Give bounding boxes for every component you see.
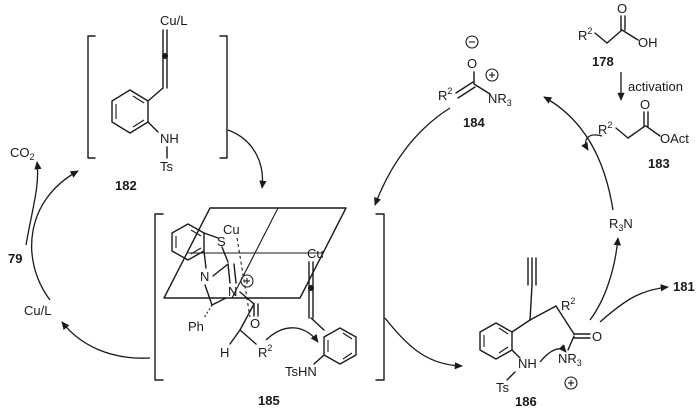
compound-183: R2 O OAct 183	[598, 97, 689, 171]
o-178: O	[617, 1, 627, 16]
cu-o-interaction	[236, 237, 251, 318]
n-plus-185: N	[228, 284, 237, 299]
r3n-label: R3N	[609, 216, 633, 233]
ph-stereo-bond-185	[203, 304, 213, 319]
tshn-185: TsHN	[285, 364, 317, 379]
allene-center-dot-185	[308, 285, 314, 291]
ph-185: Ph	[188, 319, 204, 334]
compound-185: Cu S N N Ph O H R2 Cu	[154, 207, 385, 408]
activation-label: activation	[628, 79, 683, 94]
nh-186: NH	[518, 356, 537, 371]
chiral-surface-grid	[163, 207, 347, 299]
cu-l-left: Cu/L	[24, 303, 51, 318]
r2-186: R2	[561, 296, 575, 313]
cu-alkyne-185: Cu	[307, 246, 324, 261]
svg-text:R3N: R3N	[609, 216, 633, 233]
compound-number-183: 183	[648, 156, 670, 171]
oh-178: OH	[638, 35, 658, 50]
compound-number-182: 182	[115, 178, 137, 193]
r2-178: R2	[578, 26, 592, 43]
arrow-186-to-r3n	[589, 237, 621, 321]
nr3-184: NR3	[488, 91, 512, 108]
arrow-183-to-184	[581, 134, 603, 151]
r2-185: R2	[258, 343, 272, 360]
ts-182: Ts	[160, 159, 174, 174]
compound-number-181: 181	[673, 279, 695, 294]
arrow-r3n-to-184	[543, 96, 614, 211]
oact-183: OAct	[660, 131, 689, 146]
nh-182: NH	[160, 131, 179, 146]
n-ring-185: N	[200, 269, 209, 284]
arrow-n-attack-186	[539, 344, 567, 363]
co2-label: CO2	[10, 145, 35, 162]
bracket-185-right	[375, 213, 385, 381]
arrow-185-to-186	[384, 317, 463, 370]
compound-number-184: 184	[463, 115, 485, 130]
compound-number-178: 178	[592, 54, 614, 69]
allene-center-dot-182	[162, 53, 168, 59]
n-plus-charge-184	[485, 68, 499, 82]
n-plus-charge-185	[240, 274, 254, 288]
compound-number-186: 186	[515, 394, 537, 409]
cu-label-185: Cu	[223, 222, 240, 237]
aryl-ring-185	[323, 327, 357, 365]
compound-number-79: 79	[8, 251, 22, 266]
bracket-182-left	[87, 35, 96, 159]
o-minus-charge-184	[465, 35, 479, 49]
arrow-185-to-cu	[61, 321, 151, 359]
arrow-186-to-181	[599, 284, 669, 323]
o-184: O	[467, 56, 477, 71]
bracket-182-right	[219, 35, 228, 159]
benzene-ring-182	[111, 89, 149, 134]
arrow-184-to-185	[374, 107, 451, 206]
ts-186: Ts	[496, 380, 510, 395]
compound-178: R2 O OH 178	[578, 1, 658, 69]
svg-text:CO2: CO2	[10, 145, 35, 162]
cu-l-top: Cu/L	[160, 13, 187, 28]
vinyl-bond-182	[147, 87, 164, 102]
r2-183: R2	[598, 120, 612, 137]
s-185: S	[217, 234, 226, 249]
compound-number-185: 185	[258, 393, 280, 408]
nr3-186: NR3	[558, 351, 582, 368]
o-183: O	[640, 97, 650, 112]
arrow-internal-185	[265, 327, 319, 343]
arrow-79-to-co2	[25, 161, 42, 246]
bracket-185-left	[154, 213, 164, 381]
compound-186: R2 O NR3 NH Ts 186	[479, 257, 602, 409]
o-186: O	[592, 329, 602, 344]
compound-184: R2 O NR3 184	[438, 35, 512, 130]
arrow-182-to-185	[227, 129, 267, 189]
compound-182: Cu/L NH Ts 182	[87, 13, 228, 193]
aryl-ring-186	[479, 322, 513, 360]
h-185: H	[220, 345, 229, 360]
n-plus-charge-186	[564, 376, 578, 390]
arrow-cu-to-182	[31, 170, 79, 301]
r2-184: R2	[438, 86, 452, 103]
o-185: O	[250, 316, 260, 331]
